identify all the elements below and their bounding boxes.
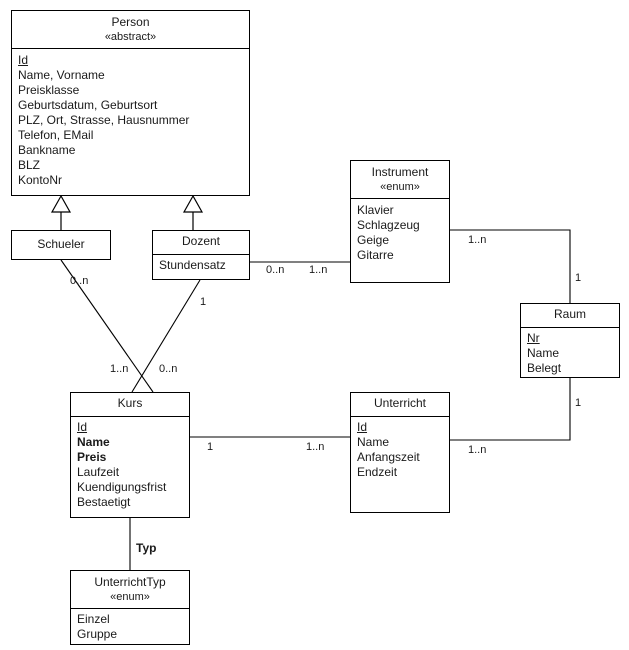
class-kurs[interactable]: Kurs Id Name Preis Laufzeit Kuendigungsf… [70, 392, 190, 518]
attribute-row: Bankname [18, 143, 76, 157]
class-unterrichttyp-attributes: Einzel Gruppe [71, 609, 189, 646]
attribute-row: Preisklasse [18, 83, 80, 97]
class-raum-attributes: Nr Name Belegt [521, 328, 619, 380]
multiplicity-instrument-raum-instrument-end: 1..n [468, 234, 487, 246]
attribute-row: PLZ, Ort, Strasse, Hausnummer [18, 113, 190, 127]
class-unterrichttyp-name: UnterrichtTyp [94, 575, 166, 589]
attribute-row: Preis [77, 450, 107, 464]
generalization-dozent-person [182, 194, 204, 230]
attribute-row: Schlagzeug [357, 218, 420, 232]
attribute-row: Name [527, 346, 560, 360]
class-raum-name: Raum [553, 307, 586, 321]
attribute-row: Id [357, 420, 368, 434]
multiplicity-kurs-unterricht-unterricht-end: 1..n [306, 441, 325, 453]
class-schueler-header: Schueler [12, 231, 110, 259]
attribute-row: Nr [527, 331, 540, 345]
assoc-unterricht-raum [450, 378, 571, 441]
attribute-row: Name, Vorname [18, 68, 105, 82]
multiplicity-schueler-kurs-kurs-end: 1..n [110, 363, 129, 375]
class-raum[interactable]: Raum Nr Name Belegt [520, 303, 620, 378]
attribute-row: Anfangszeit [357, 450, 420, 464]
attribute-row: Kuendigungsfrist [77, 480, 167, 494]
class-instrument-name: Instrument [371, 165, 429, 179]
class-dozent-name: Dozent [181, 234, 221, 248]
class-instrument-header: Instrument «enum» [351, 161, 449, 199]
multiplicity-unterricht-raum-raum-end: 1 [575, 397, 582, 409]
class-dozent[interactable]: Dozent Stundensatz [152, 230, 250, 280]
class-unterricht-header: Unterricht [351, 393, 449, 417]
multiplicity-dozent-instrument-instrument-end: 1..n [309, 264, 328, 276]
attribute-row: Id [77, 420, 88, 434]
class-person-name: Person [111, 15, 150, 29]
class-person-header: Person «abstract» [12, 11, 249, 49]
role-label-kurs-unterrichttyp: Typ [136, 541, 157, 555]
multiplicity-kurs-unterricht-kurs-end: 1 [207, 441, 214, 453]
multiplicity-dozent-instrument-dozent-end: 0..n [266, 264, 285, 276]
attribute-row: Bestaetigt [77, 495, 131, 509]
class-unterricht[interactable]: Unterricht Id Name Anfangszeit Endzeit [350, 392, 450, 513]
class-kurs-attributes: Id Name Preis Laufzeit Kuendigungsfrist … [71, 417, 189, 514]
attribute-row: Belegt [527, 361, 562, 375]
class-instrument[interactable]: Instrument «enum» Klavier Schlagzeug Gei… [350, 160, 450, 283]
attribute-row: Gruppe [77, 627, 118, 641]
generalization-schueler-person [50, 194, 72, 230]
multiplicity-schueler-kurs-schueler-end: 0..n [70, 275, 89, 287]
multiplicity-instrument-raum-raum-end: 1 [575, 272, 582, 284]
attribute-row: Name [77, 435, 110, 449]
class-unterricht-name: Unterricht [373, 396, 426, 410]
attribute-row: BLZ [18, 158, 41, 172]
class-unterrichttyp[interactable]: UnterrichtTyp «enum» Einzel Gruppe [70, 570, 190, 645]
class-unterrichttyp-stereotype: «enum» [110, 591, 150, 603]
attribute-row: Stundensatz [159, 258, 226, 272]
multiplicity-unterricht-raum-unterricht-end: 1..n [468, 444, 487, 456]
multiplicity-dozent-kurs-dozent-end: 1 [200, 296, 207, 308]
class-kurs-header: Kurs [71, 393, 189, 417]
multiplicity-dozent-kurs-kurs-end: 0..n [159, 363, 178, 375]
attribute-row: Geige [357, 233, 390, 247]
attribute-row: Name [357, 435, 390, 449]
attribute-row: KontoNr [18, 173, 63, 187]
class-kurs-name: Kurs [117, 396, 143, 410]
class-raum-header: Raum [521, 304, 619, 328]
class-instrument-attributes: Klavier Schlagzeug Geige Gitarre [351, 199, 449, 267]
class-unterricht-attributes: Id Name Anfangszeit Endzeit [351, 417, 449, 484]
class-person-attributes: Id Name, Vorname Preisklasse Geburtsdatu… [12, 49, 249, 192]
attribute-row: Id [18, 53, 29, 67]
class-dozent-header: Dozent [153, 231, 249, 255]
class-schueler-name: Schueler [37, 237, 85, 251]
attribute-row: Einzel [77, 612, 110, 626]
assoc-dozent-kurs [131, 279, 201, 393]
attribute-row: Endzeit [357, 465, 398, 479]
attribute-row: Telefon, EMail [18, 128, 94, 142]
class-unterrichttyp-header: UnterrichtTyp «enum» [71, 571, 189, 609]
attribute-row: Laufzeit [77, 465, 120, 479]
class-person-stereotype: «abstract» [104, 31, 157, 43]
class-dozent-attributes: Stundensatz [153, 255, 249, 277]
class-schueler[interactable]: Schueler [11, 230, 111, 260]
attribute-row: Klavier [357, 203, 394, 217]
attribute-row: Geburtsdatum, Geburtsort [18, 98, 158, 112]
class-person[interactable]: Person «abstract» Id Name, Vorname Preis… [11, 10, 250, 196]
attribute-row: Gitarre [357, 248, 394, 262]
class-instrument-stereotype: «enum» [380, 181, 420, 193]
